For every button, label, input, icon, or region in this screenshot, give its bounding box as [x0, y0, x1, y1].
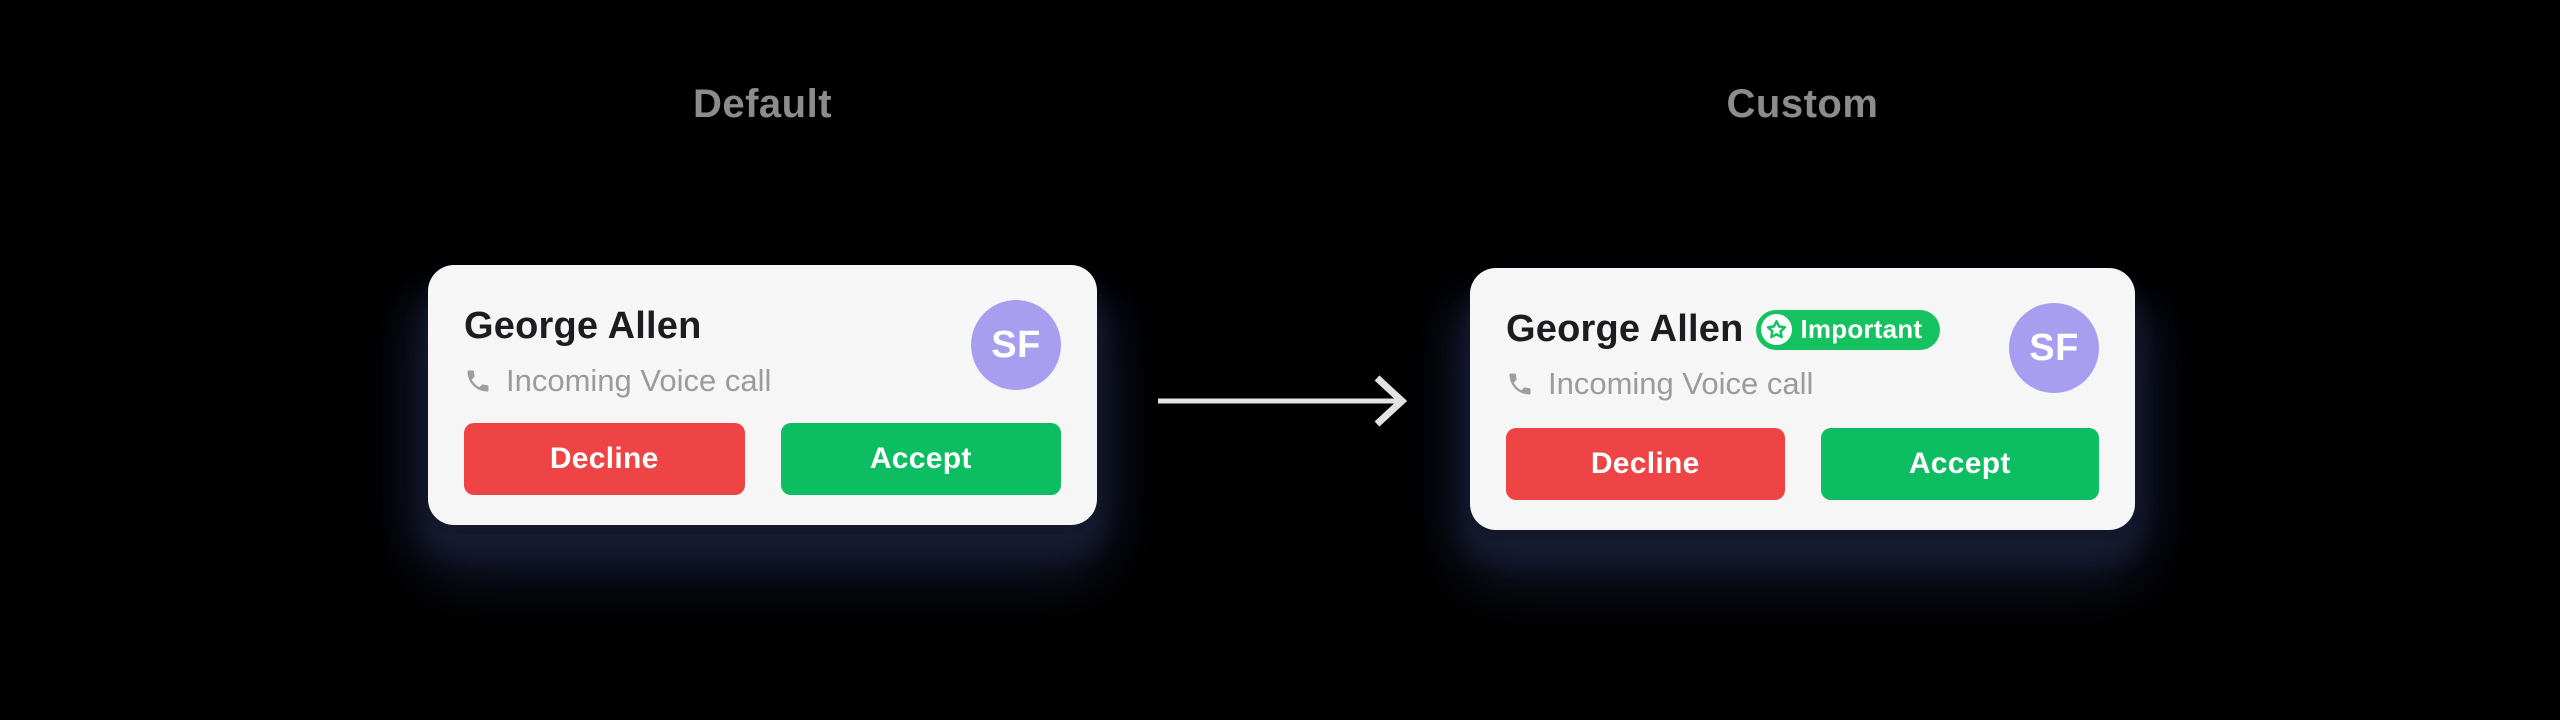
incoming-call-card-custom: George Allen Important Incoming Vo	[1470, 268, 2135, 530]
call-actions: Decline Accept	[1506, 428, 2099, 500]
card-header: George Allen Incoming Voice call SF	[464, 300, 1061, 399]
arrow-right-icon	[1152, 370, 1412, 437]
subtitle-row: Incoming Voice call	[1506, 366, 1940, 402]
badge-label: Important	[1800, 314, 1923, 344]
incoming-call-card-default: George Allen Incoming Voice call SF Decl…	[428, 265, 1097, 525]
important-badge: Important	[1755, 309, 1941, 350]
caller-name: George Allen	[464, 305, 702, 347]
accept-button[interactable]: Accept	[1820, 428, 2099, 500]
avatar: SF	[2009, 303, 2099, 393]
caller-name: George Allen	[1506, 308, 1744, 350]
title-row: George Allen Important	[1506, 308, 1941, 351]
phone-icon	[1506, 370, 1534, 398]
avatar: SF	[971, 300, 1061, 390]
decline-button[interactable]: Decline	[1506, 428, 1785, 500]
phone-icon	[464, 367, 492, 395]
section-title-custom: Custom	[1726, 82, 1879, 126]
section-title-default: Default	[692, 82, 833, 126]
title-row: George Allen	[464, 305, 771, 348]
call-status: Incoming Voice call	[506, 363, 772, 398]
call-status: Incoming Voice call	[1548, 366, 1814, 401]
star-icon	[1760, 314, 1792, 345]
call-actions: Decline Accept	[464, 423, 1061, 495]
caller-info: George Allen Incoming Voice call	[464, 301, 771, 399]
subtitle-row: Incoming Voice call	[464, 363, 771, 399]
caller-info: George Allen Important Incoming Vo	[1506, 304, 1941, 402]
decline-button[interactable]: Decline	[464, 423, 745, 495]
card-header: George Allen Important Incoming Vo	[1506, 303, 2099, 402]
accept-button[interactable]: Accept	[780, 423, 1061, 495]
